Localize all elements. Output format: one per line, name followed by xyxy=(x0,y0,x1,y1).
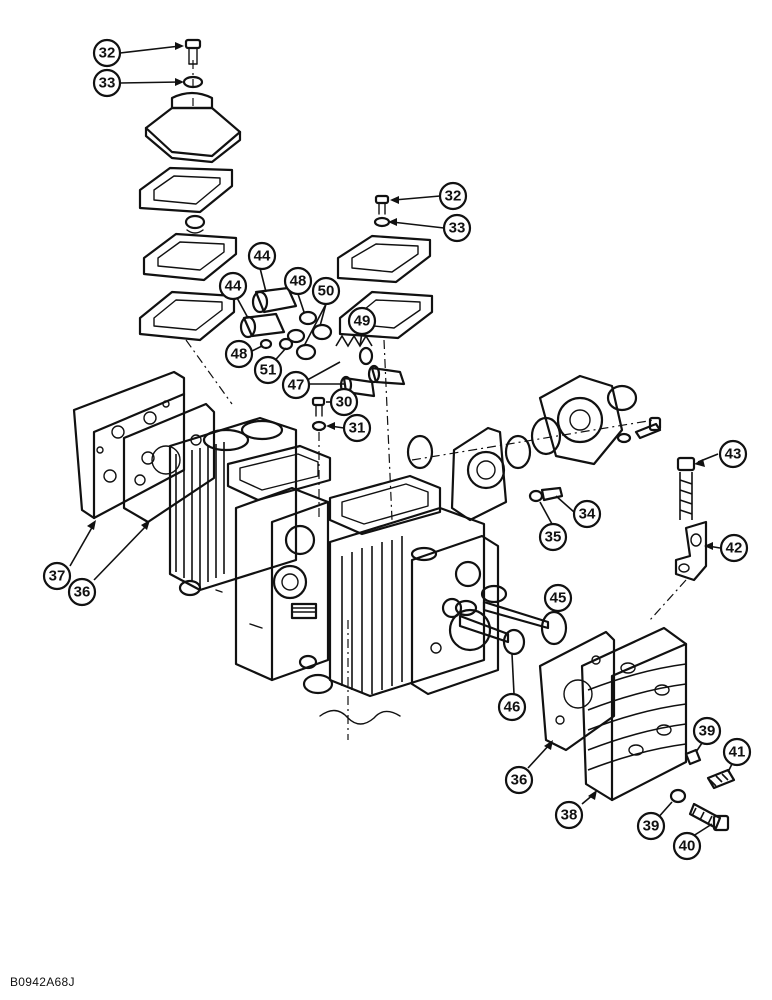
svg-text:48: 48 xyxy=(231,346,248,363)
svg-text:34: 34 xyxy=(579,506,596,523)
svg-text:39: 39 xyxy=(699,723,716,740)
left-cylinder-head-cover xyxy=(72,370,186,520)
callout-41: 41 xyxy=(722,737,752,767)
callout-44-upper: 44 xyxy=(247,241,277,271)
spring-clip-part xyxy=(184,214,206,234)
svg-text:40: 40 xyxy=(679,838,696,855)
top-right-cover-stack xyxy=(336,194,434,521)
callout-32-top-left: 32 xyxy=(92,38,122,68)
svg-text:32: 32 xyxy=(99,45,116,62)
callout-49: 49 xyxy=(347,306,377,336)
cover-cap-part xyxy=(144,91,242,164)
bearing-plate-parts xyxy=(406,374,662,522)
callout-44-lower: 44 xyxy=(218,271,248,301)
svg-text:42: 42 xyxy=(726,540,743,557)
bolt-washer-34-35 xyxy=(528,486,564,503)
callout-47: 47 xyxy=(281,370,311,400)
callout-48-upper: 48 xyxy=(283,266,313,296)
svg-text:47: 47 xyxy=(288,377,305,394)
right-cylinder-head-cover xyxy=(580,626,688,802)
svg-text:43: 43 xyxy=(725,446,742,463)
figure-reference-code: B0942A68J xyxy=(10,975,75,989)
bolt-part xyxy=(184,38,202,65)
callout-39-upper: 39 xyxy=(692,716,722,746)
svg-text:48: 48 xyxy=(290,273,307,290)
svg-text:36: 36 xyxy=(74,584,91,601)
bracket-42 xyxy=(649,520,708,621)
svg-text:44: 44 xyxy=(254,248,271,265)
right-head-gasket xyxy=(538,630,616,752)
callout-36-right: 36 xyxy=(504,765,534,795)
svg-text:49: 49 xyxy=(354,313,371,330)
svg-text:37: 37 xyxy=(49,568,66,585)
callout-48-lower: 48 xyxy=(224,339,254,369)
nut-39-upper xyxy=(684,748,702,766)
top-left-cover-stack xyxy=(138,38,242,405)
svg-text:41: 41 xyxy=(729,744,746,761)
svg-text:31: 31 xyxy=(349,420,366,437)
gasket-frame-part xyxy=(138,290,236,342)
callout-39-lower: 39 xyxy=(636,811,666,841)
svg-text:35: 35 xyxy=(545,529,562,546)
svg-text:44: 44 xyxy=(225,278,242,295)
callout-42: 42 xyxy=(719,533,749,563)
svg-text:45: 45 xyxy=(550,590,567,607)
svg-text:33: 33 xyxy=(99,75,116,92)
callout-46: 46 xyxy=(497,692,527,722)
svg-text:32: 32 xyxy=(445,188,462,205)
valve-46 xyxy=(454,599,526,656)
gasket-frame-part xyxy=(138,166,234,214)
nut-39-lower xyxy=(669,788,687,804)
callout-36-left: 36 xyxy=(67,577,97,607)
bolt-43 xyxy=(676,456,696,520)
svg-text:51: 51 xyxy=(260,362,277,379)
callout-31: 31 xyxy=(342,413,372,443)
callout-33-top-left: 33 xyxy=(92,68,122,98)
callout-51: 51 xyxy=(253,355,283,385)
callout-37: 37 xyxy=(42,561,72,591)
leader-lines xyxy=(69,42,739,839)
callout-30: 30 xyxy=(329,387,359,417)
bolt-41 xyxy=(706,768,736,790)
svg-text:46: 46 xyxy=(504,699,521,716)
valve-45 xyxy=(480,584,568,646)
callout-33-top-right: 33 xyxy=(442,213,472,243)
bolt-40 xyxy=(688,802,730,832)
left-head-gasket xyxy=(122,402,216,524)
svg-text:33: 33 xyxy=(449,220,466,237)
callout-32-top-right: 32 xyxy=(438,181,468,211)
callout-38: 38 xyxy=(554,800,584,830)
callout-43: 43 xyxy=(718,439,748,469)
callout-34: 34 xyxy=(572,499,602,529)
engine-block xyxy=(168,416,500,740)
gasket-frame-part xyxy=(142,232,238,282)
svg-text:36: 36 xyxy=(511,772,528,789)
svg-text:38: 38 xyxy=(561,807,578,824)
callout-bubbles: 32 33 32 33 44 48 50 44 49 48 51 47 30 3… xyxy=(42,38,752,861)
svg-text:30: 30 xyxy=(336,394,353,411)
svg-text:39: 39 xyxy=(643,818,660,835)
callout-45: 45 xyxy=(543,583,573,613)
svg-text:50: 50 xyxy=(318,283,335,300)
callout-35: 35 xyxy=(538,522,568,552)
callout-40: 40 xyxy=(672,831,702,861)
callout-50: 50 xyxy=(311,276,341,306)
